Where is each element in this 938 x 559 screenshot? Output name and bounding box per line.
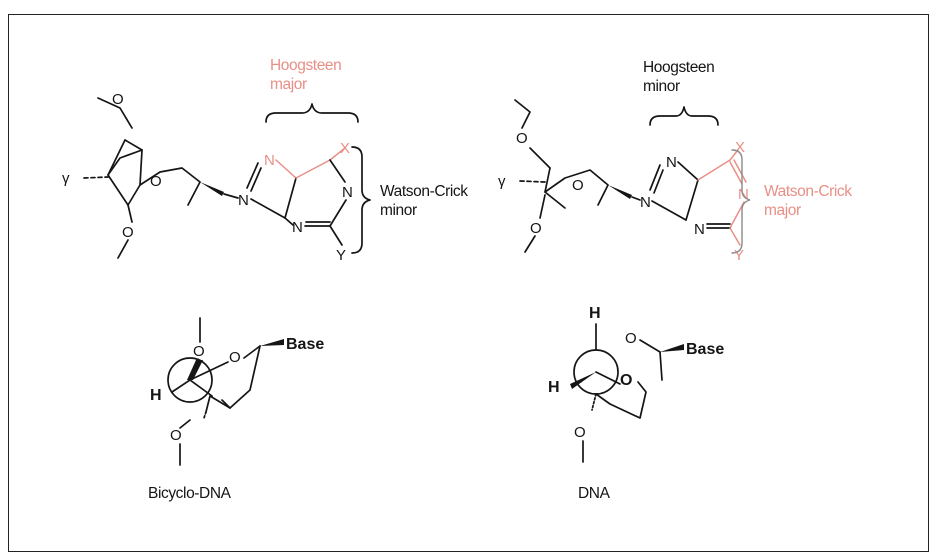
watson-crick-minor-sub: minor [380,202,417,219]
hoogsteen-minor-sub: minor [643,78,680,95]
bicyclo-dna-caption: Bicyclo-DNA [148,485,232,502]
atom-n1: N [342,184,353,201]
oxygen-atom: O [170,427,182,444]
watson-crick-minor-title: Watson-Crick [380,183,468,200]
atom-n7: N [264,152,275,169]
dna-newman-projection: H H O O Base O [548,305,724,463]
figure-frame [8,14,929,552]
dna-caption: DNA [578,485,611,502]
atom-x: X [735,139,745,156]
atom-n3: N [694,221,705,238]
hydrogen-atom: H [548,379,560,396]
watson-crick-major-sub: major [764,202,801,219]
atom-n3: N [292,219,303,236]
oxygen-atom: O [516,130,528,147]
oxygen-atom: O [530,220,542,237]
bicyclo-newman-projection: O H O Base O [150,317,324,466]
oxygen-atom: O [625,330,637,347]
oxygen-atom: O [193,343,205,360]
gamma-label: γ [62,170,70,187]
atom-n9: N [238,192,249,209]
atom-n9: N [640,194,651,211]
hydrogen-atom: H [589,305,601,322]
atom-n7: N [666,154,677,171]
bicyclo-nucleoside-structure: O O γ O N N X N N Y [62,91,371,264]
oxygen-atom: O [150,173,162,190]
oxygen-atom: O [574,424,586,441]
hoogsteen-major-sub: major [270,76,307,93]
oxygen-atom: O [229,349,241,366]
hoogsteen-major-title: Hoogsteen [270,57,341,74]
dna-nucleoside-structure: O O γ O N N X N N Y [498,99,751,264]
hoogsteen-minor-title: Hoogsteen [643,59,714,76]
oxygen-atom: O [572,177,584,194]
atom-y: Y [734,247,744,264]
gamma-label: γ [498,173,506,190]
oxygen-atom: O [122,224,134,241]
base-label: Base [286,336,324,353]
base-label: Base [686,341,724,358]
oxygen-atom: O [620,372,632,389]
atom-x: X [340,140,350,157]
oxygen-atom: O [112,91,124,108]
hydrogen-atom: H [150,387,162,404]
atom-y: Y [336,247,346,264]
watson-crick-major-title: Watson-Crick [764,183,852,200]
